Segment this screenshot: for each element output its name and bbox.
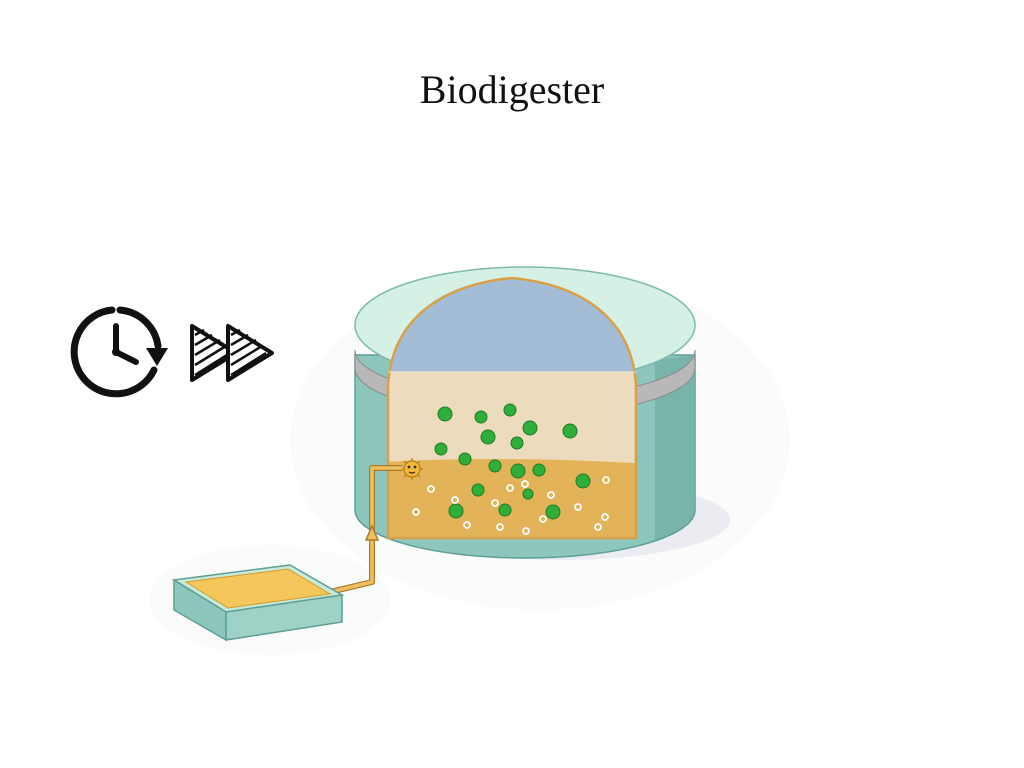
bacterium: [498, 503, 512, 517]
bacterium: [434, 442, 448, 456]
bubble: [506, 484, 514, 492]
bacterium: [522, 420, 538, 436]
bubble: [601, 513, 609, 521]
bacterium: [448, 503, 464, 519]
bubble: [594, 523, 602, 531]
bacterium: [575, 473, 591, 489]
bubble: [602, 476, 610, 484]
cutaway-interior: [386, 276, 638, 540]
bacterium: [562, 423, 578, 439]
bubble: [412, 508, 420, 516]
bubble: [427, 485, 435, 493]
bacterium: [437, 406, 453, 422]
bacterium: [488, 459, 502, 473]
gas-bubbles: [412, 476, 610, 535]
bubble: [451, 496, 459, 504]
clock-cycle-icon: [70, 306, 168, 398]
bubble: [491, 499, 499, 507]
microbe-icon: [401, 458, 423, 480]
bubble: [547, 491, 555, 499]
feed-box: [171, 564, 345, 642]
bubble: [463, 521, 471, 529]
arrow-up-icon: [364, 524, 380, 541]
bubble: [574, 503, 582, 511]
bacterium: [474, 410, 488, 424]
bubble: [496, 523, 504, 531]
bubble: [539, 515, 547, 523]
bacterium: [522, 488, 534, 500]
bacteria-group: [434, 403, 591, 520]
bacterium: [545, 504, 561, 520]
bacterium: [532, 463, 546, 477]
bacterium: [503, 403, 517, 417]
bubble: [522, 527, 530, 535]
fast-forward-icon: [190, 324, 274, 382]
bacterium: [510, 463, 526, 479]
bacterium: [480, 429, 496, 445]
bacterium: [458, 452, 472, 466]
page-title: Biodigester: [419, 67, 605, 112]
bubble: [521, 480, 529, 488]
bacterium: [510, 436, 524, 450]
bacterium: [471, 483, 485, 497]
